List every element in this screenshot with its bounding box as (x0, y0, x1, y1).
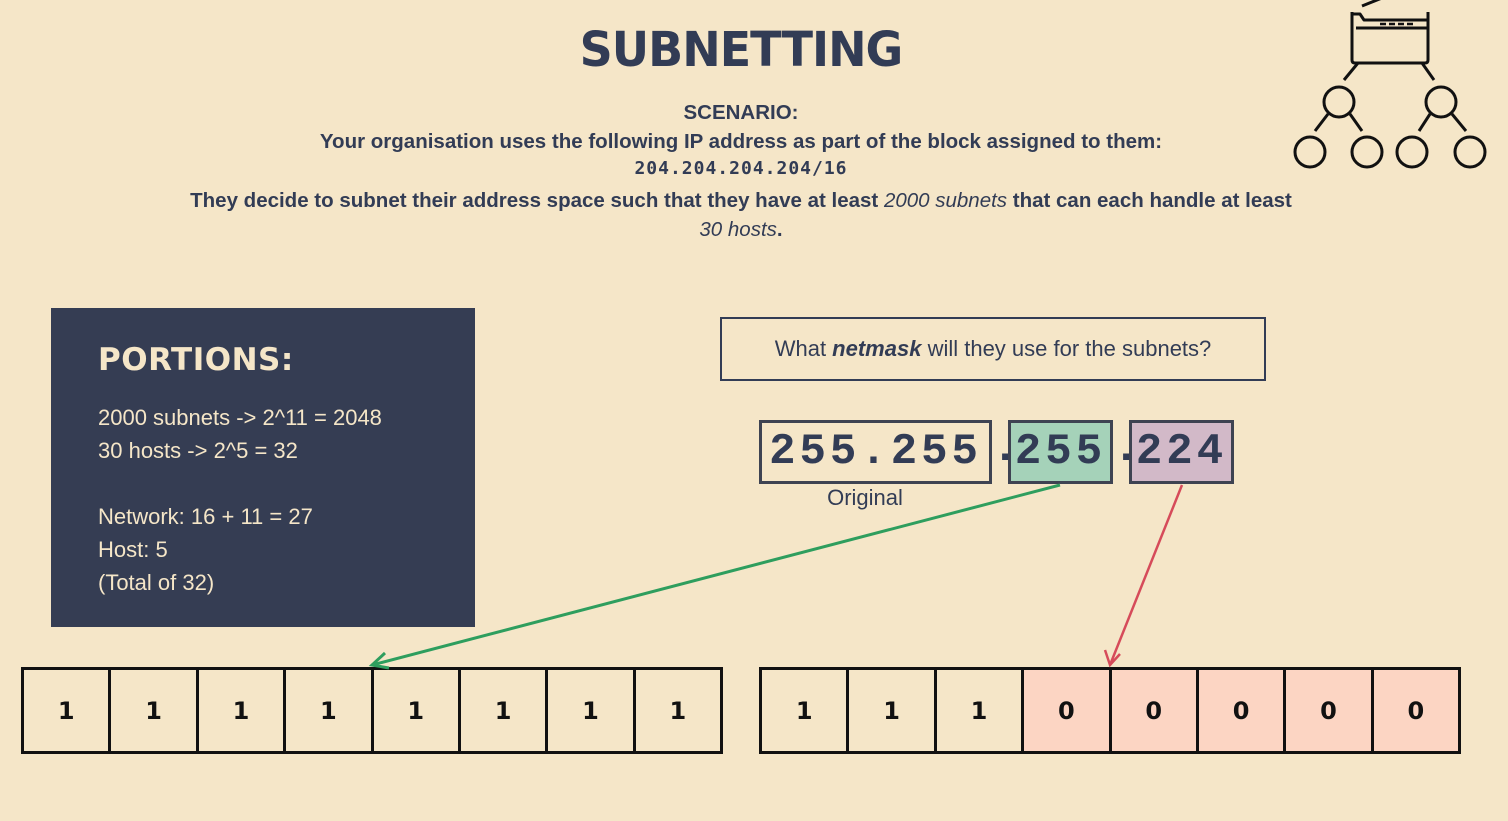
bit-cell: 1 (199, 670, 287, 751)
portions-line (98, 467, 475, 500)
red-arrowhead (1103, 649, 1121, 668)
bit-cell: 1 (937, 670, 1025, 751)
question-prefix: What (774, 336, 833, 361)
scenario-description: They decide to subnet their address spac… (180, 186, 1302, 244)
scenario-block: SCENARIO: Your organisation uses the fol… (180, 98, 1302, 244)
desc-middle: that can each handle at least (1007, 189, 1292, 212)
portions-panel: PORTIONS: 2000 subnets -> 2^11 = 2048 30… (51, 308, 475, 627)
portions-line: Network: 16 + 11 = 27 (98, 504, 313, 529)
question-box: What netmask will they use for the subne… (720, 317, 1266, 381)
desc-hosts: 30 hosts (699, 218, 777, 241)
ip-address: 204.204.204.204/16 (634, 158, 848, 179)
netmask-original-octets: 255.255 (759, 420, 992, 484)
green-arrowhead (368, 651, 390, 670)
portions-title: PORTIONS: (98, 342, 294, 378)
scenario-line: Your organisation uses the following IP … (319, 130, 1163, 153)
portions-line: (Total of 32) (98, 570, 215, 595)
page-title: SUBNETTING (579, 20, 904, 78)
host-bit-cell: 0 (1198, 670, 1287, 751)
netmask-fourth-octet: 224 (1129, 420, 1234, 484)
bit-cell: 1 (461, 670, 549, 751)
portions-line: 30 hosts -> 2^5 = 32 (98, 438, 298, 463)
fourth-octet-bits: 1 1 1 0 0 0 0 0 (759, 667, 1461, 754)
portions-line: Host: 5 (98, 537, 168, 562)
bit-cell: 1 (374, 670, 461, 751)
question-suffix: will they use for the subnets? (921, 336, 1212, 361)
bit-cell: 1 (849, 670, 937, 751)
bit-cell: 1 (286, 670, 374, 751)
third-octet-bits: 1 1 1 1 1 1 1 1 (21, 667, 723, 754)
bit-cell: 1 (24, 670, 112, 751)
bit-cell: 1 (548, 670, 636, 751)
original-label: Original (827, 485, 903, 510)
desc-subnets: 2000 subnets (883, 189, 1008, 212)
scenario-heading: SCENARIO: (683, 101, 799, 124)
desc-prefix: They decide to subnet their address spac… (190, 189, 884, 212)
folder-network-tree-icon (1293, 0, 1487, 169)
question-emphasis: netmask (832, 336, 922, 361)
netmask-third-octet: 255 (1008, 420, 1113, 484)
red-arrow (1108, 484, 1184, 666)
netmask-separator: . (992, 424, 1019, 474)
bit-cell: 1 (669, 696, 687, 725)
bit-cell: 1 (762, 670, 850, 751)
host-bit-cell: 0 (1111, 670, 1199, 751)
netmask-separator: . (1113, 424, 1140, 474)
host-bit-cell: 0 (1286, 670, 1374, 751)
portions-line: 2000 subnets -> 2^11 = 2048 (98, 405, 382, 430)
desc-suffix: . (776, 218, 783, 241)
host-bit-cell: 0 (1024, 670, 1112, 751)
host-bit-cell: 0 (1373, 670, 1458, 751)
bit-cell: 1 (111, 670, 199, 751)
green-arrow (371, 483, 1061, 667)
